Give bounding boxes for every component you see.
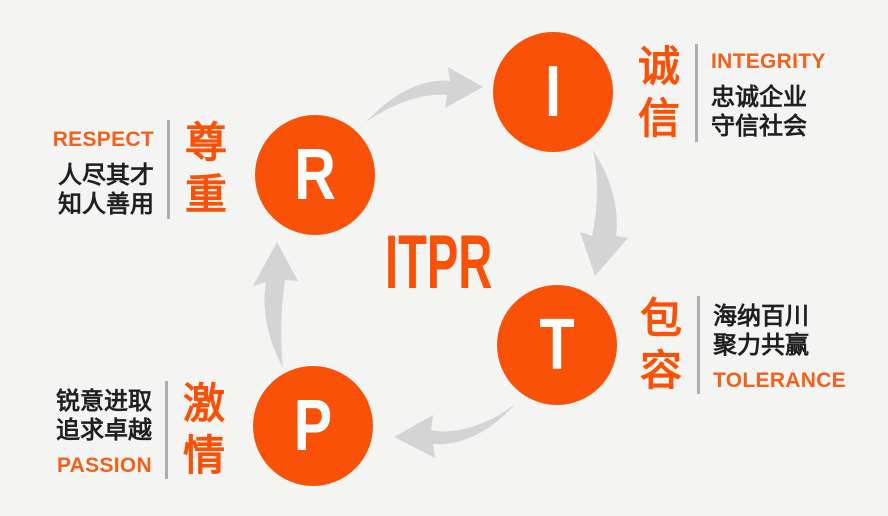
passion-zh-title: 激 情 bbox=[181, 380, 227, 480]
respect-english-label: RESPECT bbox=[52, 128, 154, 151]
curved-arrow-t-to-p-icon bbox=[394, 404, 515, 458]
respect-caption: RESPECT 人尽其才 知人善用 bbox=[48, 120, 154, 219]
node-letter-t: T bbox=[539, 305, 575, 385]
tolerance-label-group: 包 容 海纳百川 聚力共赢 TOLERANCE bbox=[638, 295, 846, 395]
tolerance-caption: 海纳百川 聚力共赢 TOLERANCE bbox=[713, 296, 846, 394]
passion-zh-char-1: 激 bbox=[182, 380, 225, 427]
diagram-title: ITPR bbox=[385, 220, 493, 305]
passion-zh-char-2: 情 bbox=[182, 432, 225, 480]
node-letter-i: I bbox=[544, 52, 561, 132]
tolerance-desc-line-1: 海纳百川 bbox=[713, 303, 809, 330]
integrity-desc-line-2: 守信社会 bbox=[711, 113, 807, 141]
passion-english-label: PASSION bbox=[56, 454, 152, 478]
node-circle-passion: P bbox=[253, 366, 373, 486]
tolerance-zh-char-1: 包 bbox=[639, 295, 682, 342]
node-circle-integrity: I bbox=[493, 32, 613, 152]
passion-desc-line-1: 锐意进取 bbox=[56, 388, 152, 415]
integrity-zh-char-2: 信 bbox=[637, 95, 680, 143]
node-circle-tolerance: T bbox=[497, 285, 617, 405]
node-circle-respect: R bbox=[255, 115, 375, 235]
curved-arrow-i-to-t-icon bbox=[580, 150, 628, 276]
respect-divider bbox=[167, 120, 170, 220]
integrity-desc-line-1: 忠诚企业 bbox=[711, 84, 807, 112]
tolerance-zh-char-2: 容 bbox=[639, 347, 682, 395]
node-letter-p: P bbox=[293, 386, 333, 466]
integrity-divider bbox=[695, 44, 698, 143]
passion-desc-line-2: 追求卓越 bbox=[56, 417, 152, 445]
respect-zh-char-2: 重 bbox=[184, 171, 227, 219]
respect-zh-title: 尊 重 bbox=[183, 119, 229, 219]
integrity-zh-title: 诚 信 bbox=[636, 43, 682, 143]
respect-zh-char-1: 尊 bbox=[184, 119, 227, 166]
tolerance-divider bbox=[697, 296, 700, 395]
tolerance-zh-title: 包 容 bbox=[638, 295, 684, 395]
respect-label-group: RESPECT 人尽其才 知人善用 尊 重 bbox=[48, 119, 229, 220]
integrity-label-group: 诚 信 INTEGRITY 忠诚企业 守信社会 bbox=[636, 43, 826, 143]
tolerance-desc-line-2: 聚力共赢 bbox=[713, 332, 809, 360]
integrity-zh-char-1: 诚 bbox=[637, 43, 680, 90]
passion-caption: 锐意进取 追求卓越 PASSION bbox=[45, 381, 152, 479]
respect-desc-line-1: 人尽其才 bbox=[58, 162, 154, 190]
integrity-english-label: INTEGRITY bbox=[711, 50, 826, 73]
integrity-caption: INTEGRITY 忠诚企业 守信社会 bbox=[711, 44, 826, 142]
curved-arrow-r-to-i-icon bbox=[366, 67, 483, 122]
node-letter-r: R bbox=[294, 135, 336, 215]
tolerance-english-label: TOLERANCE bbox=[713, 369, 846, 393]
passion-label-group: 锐意进取 追求卓越 PASSION 激 情 bbox=[45, 380, 227, 480]
passion-divider bbox=[165, 381, 168, 480]
respect-desc-line-2: 知人善用 bbox=[58, 191, 154, 219]
curved-arrow-p-to-r-icon bbox=[253, 242, 298, 368]
